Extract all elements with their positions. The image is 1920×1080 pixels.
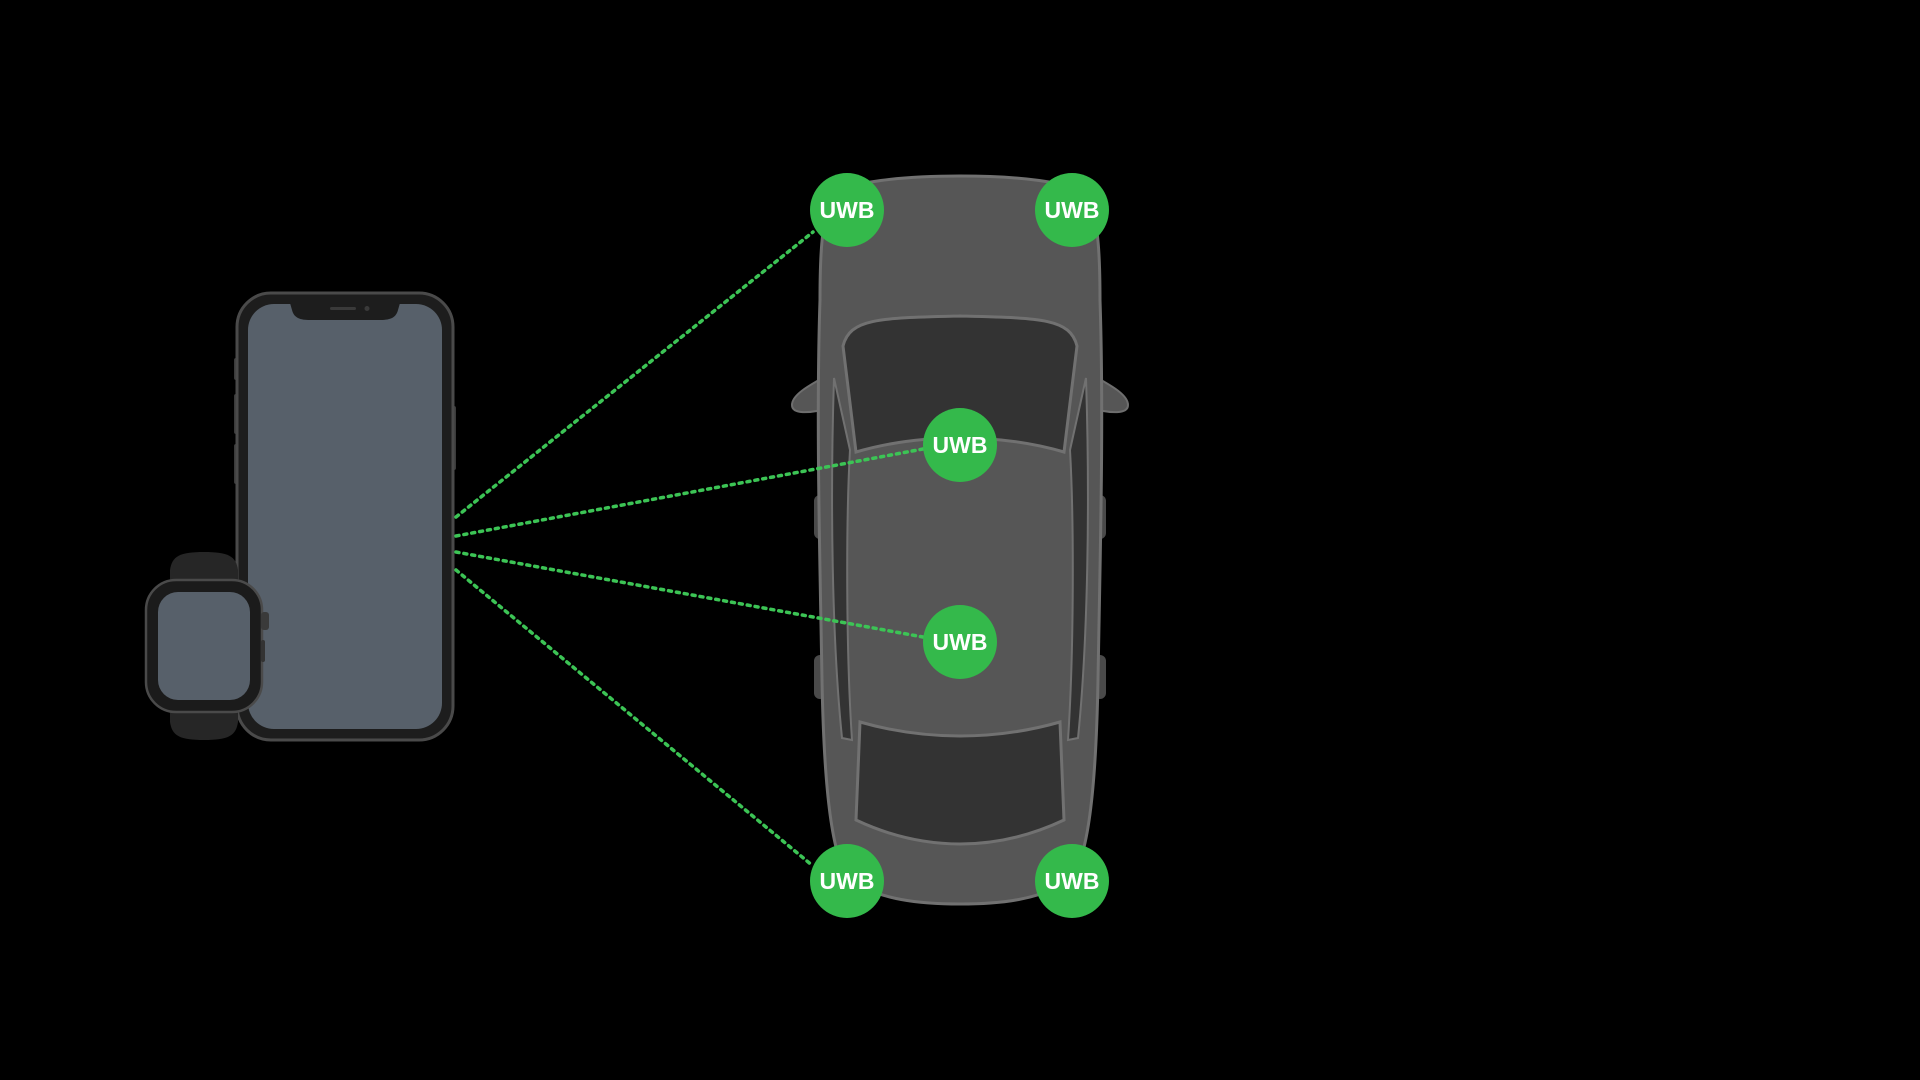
watch-screen xyxy=(158,592,250,700)
uwb-anchor-circle xyxy=(923,605,997,679)
uwb-anchor-label: UWB xyxy=(820,197,875,223)
uwb-anchor-label: UWB xyxy=(933,432,988,458)
uwb-link-cabin-front xyxy=(454,447,925,538)
uwb-links xyxy=(454,230,925,868)
uwb-anchor-label: UWB xyxy=(820,868,875,894)
watch-crown xyxy=(261,612,269,630)
uwb-anchor-label: UWB xyxy=(1045,868,1100,894)
uwb-link-rear-left xyxy=(454,568,815,868)
uwb-anchor-front-left: UWB xyxy=(810,173,884,247)
uwb-anchor-circle xyxy=(810,173,884,247)
phone-screen xyxy=(248,304,442,729)
uwb-anchor-rear-right: UWB xyxy=(1035,844,1109,918)
uwb-anchor-front-right: UWB xyxy=(1035,173,1109,247)
car-window-right xyxy=(1066,377,1089,742)
uwb-anchor-circle xyxy=(1035,844,1109,918)
uwb-anchors: UWB UWB UWB UWB UWB UWB xyxy=(810,173,1109,918)
uwb-anchor-label: UWB xyxy=(1045,197,1100,223)
car xyxy=(790,174,1130,906)
phone-camera xyxy=(364,306,370,311)
car-window-left xyxy=(831,377,854,742)
uwb-anchor-cabin-front: UWB xyxy=(923,408,997,482)
uwb-anchor-circle xyxy=(1035,173,1109,247)
watch-side-button xyxy=(261,640,265,662)
phone-speaker xyxy=(330,307,356,310)
uwb-link-front-left xyxy=(454,230,815,519)
uwb-anchor-rear-left: UWB xyxy=(810,844,884,918)
uwb-anchor-cabin-rear: UWB xyxy=(923,605,997,679)
phone-notch xyxy=(290,303,400,320)
uwb-anchor-circle xyxy=(923,408,997,482)
uwb-link-cabin-rear xyxy=(454,550,925,639)
uwb-anchor-label: UWB xyxy=(933,629,988,655)
phone xyxy=(234,291,456,742)
watch xyxy=(144,552,269,740)
uwb-anchor-circle xyxy=(810,844,884,918)
car-rear-window xyxy=(854,720,1066,846)
